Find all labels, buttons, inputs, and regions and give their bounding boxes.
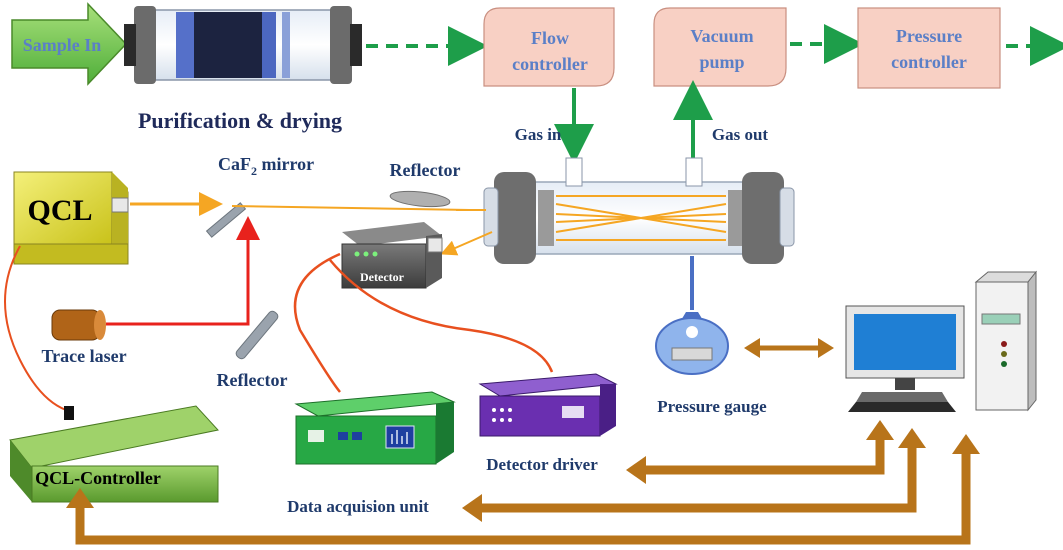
- flow-controller-box: Flow controller: [483, 7, 615, 87]
- pressure-controller-label-1: Pressure: [896, 26, 962, 46]
- computer: [845, 270, 1038, 412]
- flow-controller-label-1: Flow: [531, 28, 569, 48]
- detector-driver-label: Detector driver: [486, 455, 598, 474]
- beam-to-detector: [440, 231, 493, 256]
- vacuum-pump-label-2: pump: [699, 52, 744, 72]
- purification-label: Purification & drying: [138, 108, 342, 133]
- trace-beam: [106, 216, 260, 326]
- caf2-mirror-label: CaF2 mirror: [218, 154, 314, 178]
- trace-laser-label: Trace laser: [41, 346, 126, 366]
- purification-column: [124, 6, 362, 84]
- bus-arrowhead-pc-2: [898, 428, 926, 448]
- bus-arrowhead-pc-3: [952, 434, 980, 454]
- pressure-gauge: [655, 312, 729, 375]
- beam-to-cell: [231, 205, 471, 211]
- bus-arrowhead-qcl: [66, 488, 94, 508]
- detector-driver: [478, 373, 618, 437]
- flow-controller-label-2: controller: [512, 54, 588, 74]
- reflector-bottom-label: Reflector: [217, 370, 288, 390]
- detector: Detector: [341, 222, 443, 289]
- gas-cell: [483, 157, 795, 264]
- bus-arrowhead-pc-1: [866, 420, 894, 440]
- gas-out-label: Gas out: [712, 125, 769, 144]
- trace-laser: [51, 309, 101, 341]
- detector-cable: [293, 252, 341, 393]
- bus-arrowhead-driver: [626, 456, 646, 484]
- sample-in-label: Sample In: [23, 35, 102, 55]
- pressure-controller-box: Pressure controller: [857, 7, 1001, 89]
- bus-lines: [75, 432, 971, 545]
- reflector-bottom-mirror: [235, 310, 279, 360]
- reflector-top-label: Reflector: [390, 160, 461, 180]
- caf2-mirror: [205, 202, 247, 238]
- qcl-controller-label: QCL-Controller: [35, 468, 161, 488]
- qcl-cable: [4, 245, 67, 411]
- bus-arrowhead-daq: [462, 494, 482, 522]
- detector-label: Detector: [360, 270, 405, 284]
- reflector-top-mirror: [389, 190, 451, 208]
- qcl-label: QCL: [27, 194, 92, 227]
- vacuum-pump-box: Vacuum pump: [653, 7, 787, 87]
- gas-in-label: Gas in: [515, 125, 562, 144]
- bus-qcl-controller: [75, 446, 971, 545]
- qcl-controller: QCL-Controller: [9, 405, 219, 503]
- data-acquisition-label: Data acquision unit: [287, 497, 429, 516]
- qcl-laser: QCL: [13, 171, 129, 265]
- sample-in-arrow: Sample In: [11, 2, 128, 86]
- bus-detector-driver: [640, 432, 885, 475]
- vacuum-pump-label-1: Vacuum: [690, 26, 753, 46]
- bus-data-acquisition: [476, 440, 917, 513]
- driver-cable: [329, 259, 554, 373]
- data-acquisition-unit: [294, 391, 456, 465]
- pressure-gauge-label: Pressure gauge: [657, 397, 767, 416]
- pressure-controller-label-2: controller: [891, 52, 967, 72]
- gauge-computer-link: [744, 338, 834, 358]
